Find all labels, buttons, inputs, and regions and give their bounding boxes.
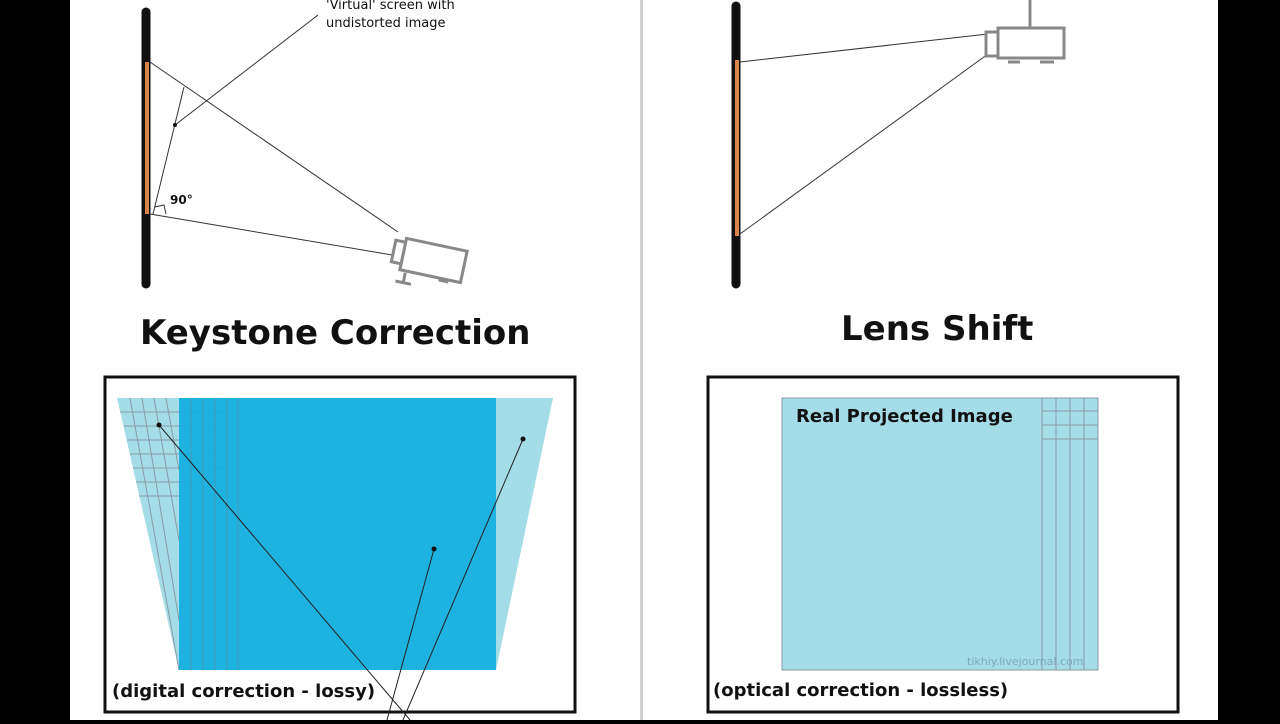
keystone-caption: (digital correction - lossy) — [112, 681, 376, 702]
lensshift-ray-top — [739, 33, 989, 63]
watermark-text: tikhiy.livejournal.com — [967, 655, 1084, 668]
keystone-pointer-dot-2 — [431, 546, 437, 552]
lensshift-projected-image — [781, 397, 1099, 671]
keystone-projector — [389, 236, 469, 286]
keystone-ray-bottom — [149, 213, 399, 257]
keystone-pointer-dot-3 — [520, 436, 526, 442]
keystone-pointer-dot-1 — [156, 422, 162, 428]
lensshift-title: Lens Shift — [841, 309, 1034, 349]
keystone-front-view — [103, 375, 577, 721]
virtual-screen-label-line2: undistorted image — [326, 16, 446, 31]
keystone-side-view — [141, 7, 469, 289]
lensshift-side-view — [731, 0, 1066, 289]
lensshift-projector — [984, 0, 1066, 64]
lensshift-ray-bottom — [739, 53, 989, 235]
keystone-pointer-3 — [402, 438, 524, 721]
keystone-overlay-grid — [190, 398, 239, 670]
lensshift-front-view — [706, 375, 1180, 714]
right-angle-label: 90° — [170, 193, 193, 207]
keystone-ray-top — [149, 61, 399, 233]
keystone-pointer-1 — [158, 424, 411, 721]
panel-divider — [640, 0, 643, 720]
keystone-pointer-2 — [386, 548, 435, 721]
virtual-screen-label-line1: 'Virtual' screen with — [326, 0, 455, 13]
keystone-corrected-image — [179, 398, 496, 670]
virtual-label-dot — [173, 123, 177, 127]
virtual-screen-line — [152, 86, 185, 215]
right-angle-mark — [154, 204, 167, 215]
keystone-title: Keystone Correction — [140, 313, 531, 353]
virtual-label-pointer — [174, 14, 319, 126]
lensshift-caption: (optical correction - lossless) — [713, 680, 1009, 701]
real-projected-image-label: Real Projected Image — [796, 406, 1013, 427]
lensshift-grid — [1041, 398, 1098, 670]
